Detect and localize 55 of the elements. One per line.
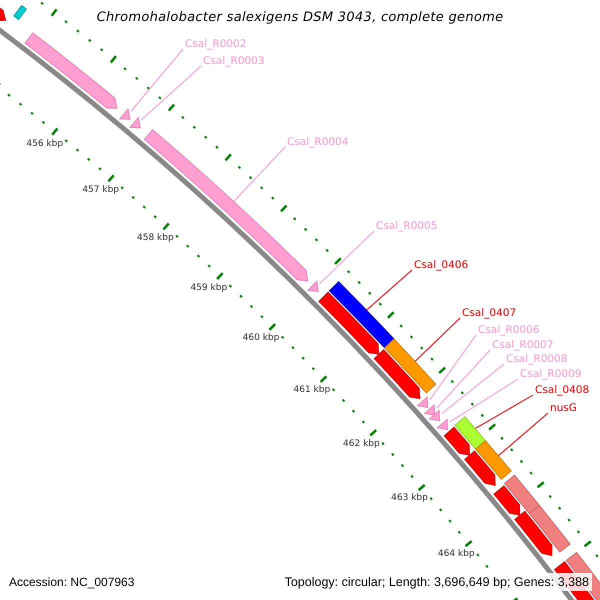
genome-info-overlay: Topology: circular; Length: 3,696,649 bp; Genes: 3,388 xyxy=(282,573,592,591)
leader-line xyxy=(319,230,374,284)
gene-feature xyxy=(464,450,496,486)
gene-feature xyxy=(436,418,448,430)
gene-label: Csal_R0009 xyxy=(520,368,582,380)
gene-feature xyxy=(118,108,131,120)
leader-line xyxy=(449,378,518,423)
gene-label: nusG xyxy=(550,402,577,414)
leader-line xyxy=(414,318,460,362)
leader-line xyxy=(429,334,476,400)
gene-bar xyxy=(528,504,570,552)
gene-feature xyxy=(374,349,420,399)
gene-bar xyxy=(504,474,540,514)
scale-label: 457 kbp xyxy=(82,185,119,196)
scale-label: 462 kbp xyxy=(343,438,380,448)
leader-line xyxy=(233,146,286,202)
leader-line xyxy=(498,412,548,456)
gene-feature xyxy=(494,485,520,516)
gene-label: Csal_R0007 xyxy=(492,339,554,351)
gene-label: Csal_R0005 xyxy=(376,220,438,232)
gene-feature xyxy=(318,292,380,355)
gene-bar xyxy=(329,281,394,348)
gene-label: Csal_R0003 xyxy=(203,55,264,67)
scale-label: 463 kbp xyxy=(391,493,428,503)
leader-line xyxy=(474,394,534,430)
scale-label: 456 kbp xyxy=(26,139,64,149)
gene-bar xyxy=(454,416,486,450)
scale-label: 464 kbp xyxy=(438,548,475,559)
gene-bar xyxy=(475,440,512,480)
gene-feature xyxy=(129,116,141,128)
scale-label: 458 kbp xyxy=(137,233,174,244)
leader-line xyxy=(140,66,202,120)
gene-feature xyxy=(24,32,118,109)
gene-feature xyxy=(416,396,428,408)
gene-feature xyxy=(424,404,436,416)
gene-bar xyxy=(13,5,27,20)
gene-label: Csal_R0006 xyxy=(478,324,540,336)
leader-line xyxy=(130,48,184,112)
gene-feature xyxy=(514,510,552,556)
scale-label: 460 kbp xyxy=(242,333,280,344)
gene-feature xyxy=(444,426,470,456)
diagram-title: Chromohalobacter salexigens DSM 3043, complete genome xyxy=(96,10,504,25)
leader-line xyxy=(436,350,490,408)
leader-line xyxy=(441,364,504,414)
scale-label: 461 kbp xyxy=(294,385,330,396)
gene-label: Csal_R0008 xyxy=(506,353,568,365)
gene-label: Csal_0406 xyxy=(414,259,468,271)
gene-label: Csal_R0002 xyxy=(185,38,246,50)
leader-line xyxy=(366,270,412,311)
gene-label: Csal_0408 xyxy=(535,384,590,396)
gene-label: Csal_0407 xyxy=(462,307,516,319)
gene-feature xyxy=(428,410,440,422)
gene-feature xyxy=(306,280,319,292)
gene-bar xyxy=(384,338,436,394)
gene-label: Csal_R0004 xyxy=(287,136,348,148)
